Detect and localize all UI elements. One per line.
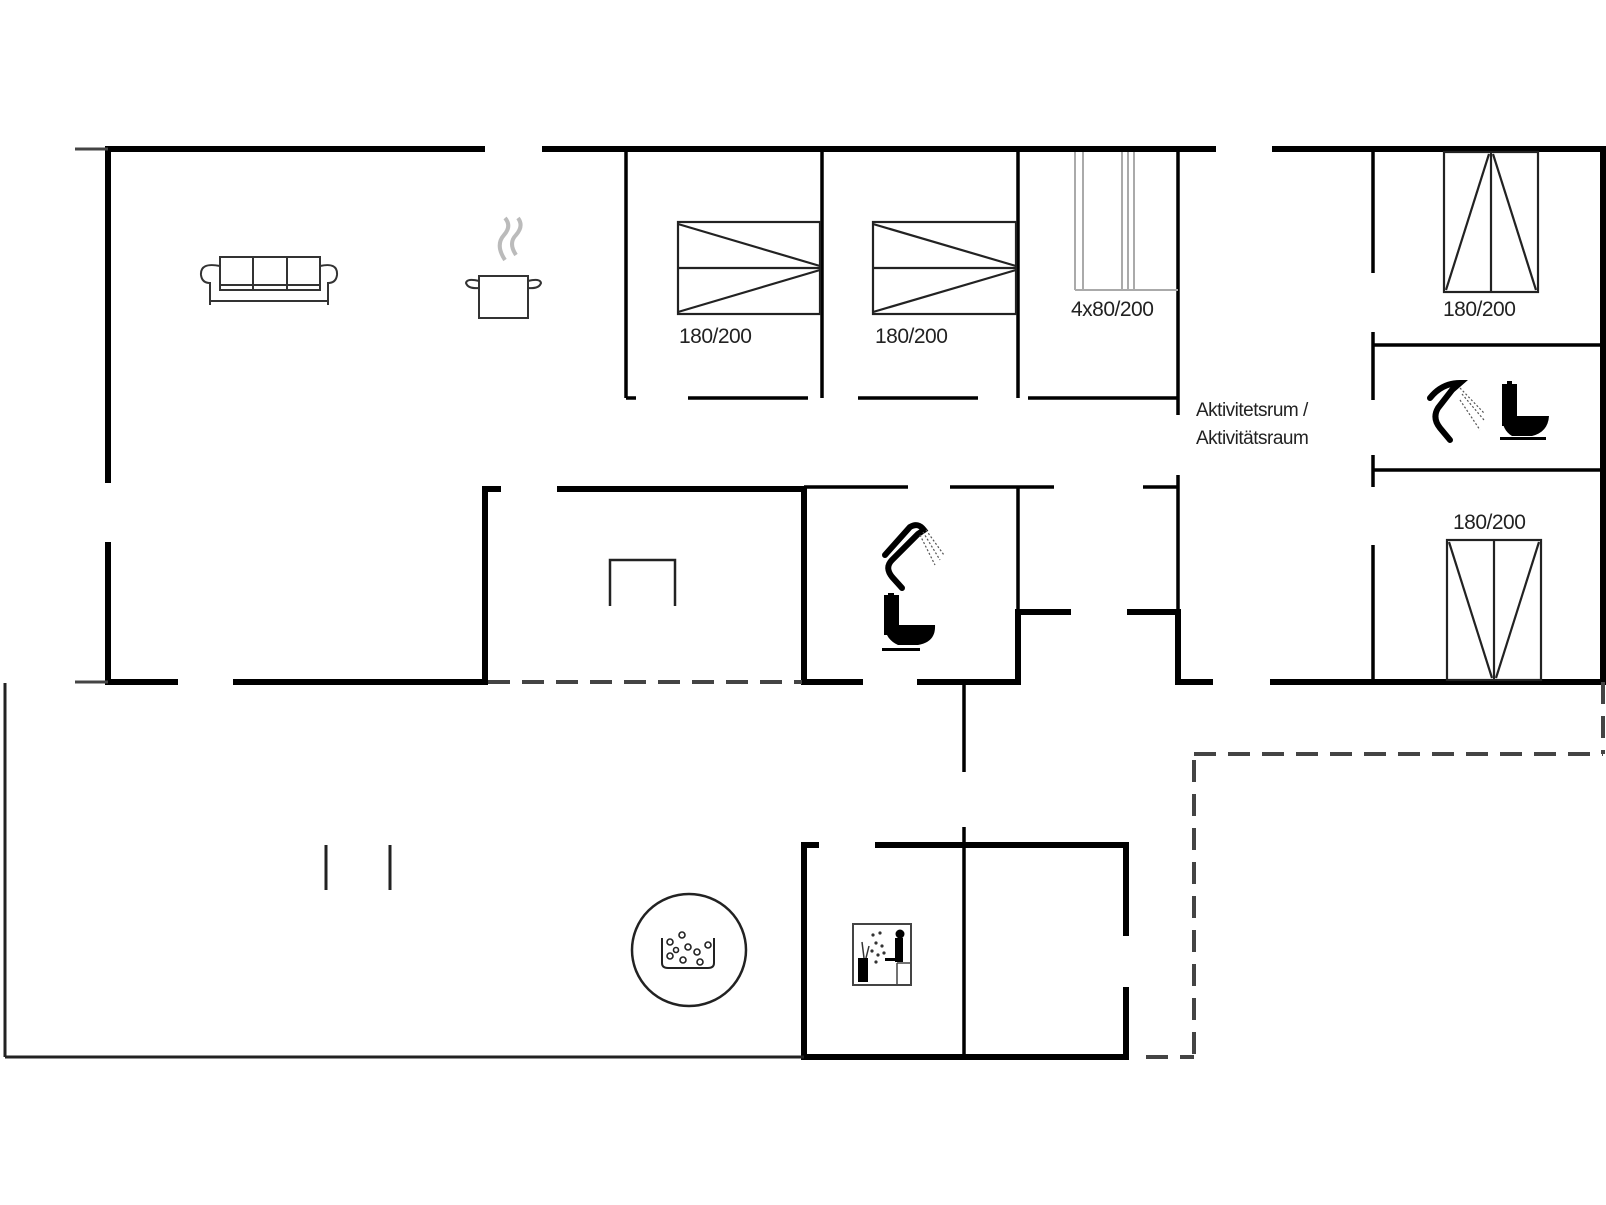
bed-label-bedroom-2: 180/200 — [875, 325, 948, 348]
toilet-icon-2 — [1500, 381, 1549, 440]
bed-label-bedroom-5: 180/200 — [1453, 511, 1526, 534]
interior-walls — [624, 152, 1603, 1057]
bed-1 — [676, 220, 822, 316]
activity-room-label-da: Aktivitetsrum / — [1196, 400, 1308, 421]
bed-label-bedroom-1: 180/200 — [679, 325, 752, 348]
bed-label-bedroom-4: 180/200 — [1443, 298, 1516, 321]
sofa-icon — [199, 256, 339, 305]
activity-room-label-de: Aktivitätsraum — [1196, 428, 1309, 449]
hot-tub-icon — [630, 892, 748, 1008]
bed-label-bedroom-3: 4x80/200 — [1071, 298, 1154, 321]
toilet-icon — [882, 593, 936, 651]
dashed-boundaries — [488, 680, 1605, 1059]
bed-4 — [1442, 150, 1540, 294]
terrace-bench — [324, 845, 392, 890]
bed-2 — [871, 220, 1018, 316]
cooking-pot-icon — [464, 216, 543, 319]
shower-icon-2 — [1427, 379, 1485, 443]
bunk-beds — [1074, 152, 1178, 291]
thin-guides — [75, 147, 108, 684]
counter-icon — [608, 558, 677, 606]
terrace-outline — [3, 683, 804, 1059]
shower-icon — [882, 522, 945, 591]
exterior-walls — [105, 146, 1606, 1060]
bed-5 — [1445, 538, 1543, 682]
sauna-icon — [852, 923, 912, 986]
